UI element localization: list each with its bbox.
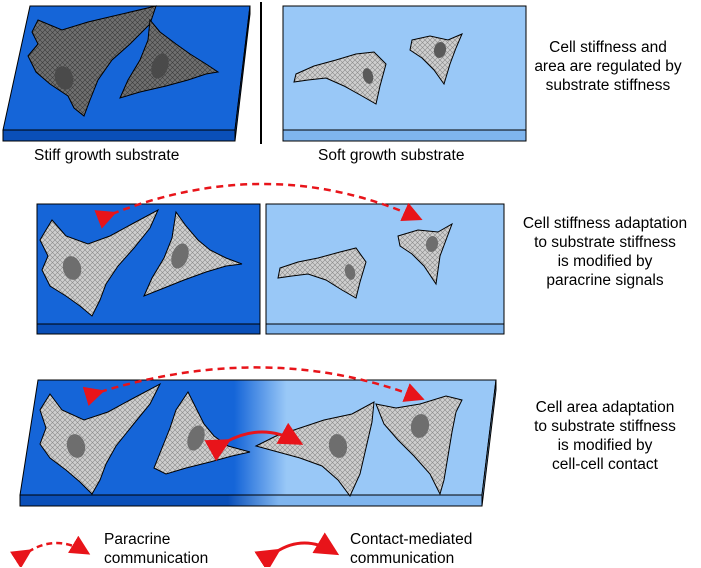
row3-cell-3: [254, 401, 375, 497]
row1-soft-cell-right: [409, 33, 463, 86]
row2-caption-line: is modified by: [557, 253, 653, 270]
row3-caption-line: is modified by: [557, 437, 653, 454]
row1-stiff-cell-left: [27, 5, 157, 117]
row2-stiff-cell-right: [143, 210, 243, 297]
row2-soft-cell-left: [277, 247, 367, 299]
legend-contact-line: communication: [350, 550, 455, 567]
row1-stiff-cell-right: [119, 18, 220, 99]
legend-contact: Contact-mediated communication: [350, 530, 472, 568]
legend-contact-arrow: [254, 532, 340, 567]
row2-paracrine-arrow: [94, 182, 423, 229]
row2-caption: Cell stiffness adaptation to substrate s…: [510, 214, 700, 290]
row2-caption-line: Cell stiffness adaptation: [522, 215, 688, 232]
stiff-substrate-label: Stiff growth substrate: [34, 147, 180, 164]
row1-caption-line: substrate stiffness: [545, 77, 671, 94]
row2-soft-cell-right: [397, 222, 453, 286]
row3-contact-arrow: [204, 422, 304, 462]
row1-soft-cell-left: [293, 51, 387, 105]
row3-caption-line: cell-cell contact: [552, 456, 658, 473]
legend-contact-line: Contact-mediated: [350, 531, 473, 548]
row3-caption-line: Cell area adaptation: [535, 399, 675, 416]
row1-caption: Cell stiffness and area are regulated by…: [518, 38, 698, 95]
row3-caption-line: to substrate stiffness: [534, 418, 676, 435]
row3-caption: Cell area adaptation to substrate stiffn…: [510, 398, 700, 474]
soft-substrate-label: Soft growth substrate: [318, 147, 465, 164]
row2-stiff-cell-left: [39, 208, 160, 317]
row1-soft-substrate: [282, 5, 527, 142]
row1-caption-line: Cell stiffness and: [549, 39, 667, 56]
row3-cell-4: [375, 395, 463, 496]
legend-paracrine-line: Paracrine: [104, 531, 171, 548]
legend-paracrine: Paracrine communication: [104, 530, 208, 568]
row3-cell-1: [39, 382, 162, 495]
row1-caption-line: area are regulated by: [534, 58, 682, 75]
legend-paracrine-line: communication: [104, 550, 209, 567]
row2-caption-line: paracrine signals: [546, 272, 664, 289]
row2-caption-line: to substrate stiffness: [534, 234, 676, 251]
legend-paracrine-arrow: [9, 535, 91, 567]
